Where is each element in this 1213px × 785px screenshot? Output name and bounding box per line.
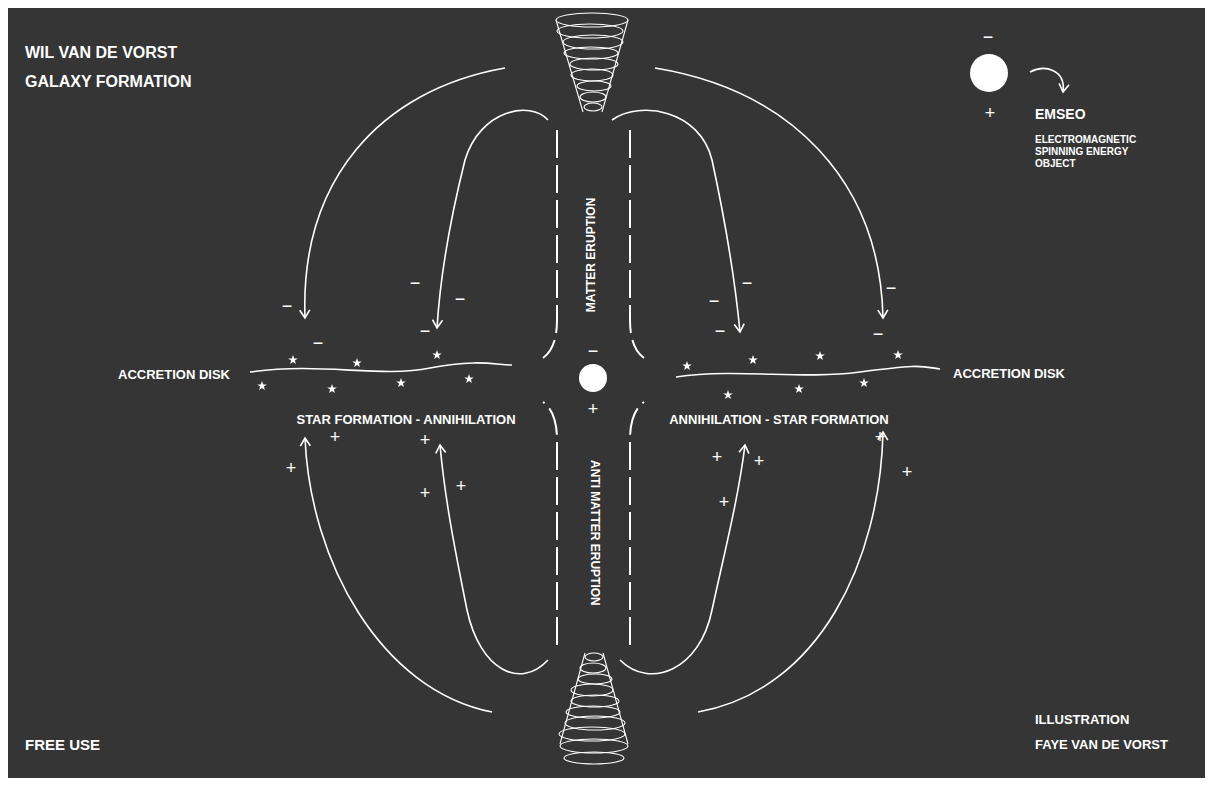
charge-sign: +: [588, 399, 599, 420]
field-arrows: [305, 68, 883, 712]
legend-description: ELECTROMAGNETIC SPINNING ENERGY OBJECT: [1035, 134, 1136, 170]
charge-sign: +: [719, 492, 730, 513]
charge-sign: −: [420, 321, 431, 342]
credit-label: ILLUSTRATION: [1035, 713, 1129, 728]
process-label: STAR FORMATION - ANNIHILATION: [296, 413, 515, 428]
stars: [257, 350, 903, 399]
charge-sign: +: [875, 427, 886, 448]
charge-sign: −: [873, 324, 884, 345]
dark-ground: [8, 8, 1205, 778]
legend-term: EMSEO: [1035, 106, 1086, 122]
charge-sign: +: [420, 483, 431, 504]
jet-label: ANTI MATTER ERUPTION: [587, 460, 601, 606]
charge-sign: −: [983, 27, 994, 48]
bottom-vortex: [559, 653, 628, 764]
charge-sign: −: [715, 321, 726, 342]
charge-sign: +: [754, 451, 765, 472]
process-label: ANNIHILATION - STAR FORMATION: [669, 413, 889, 428]
disk-label: ACCRETION DISK: [953, 367, 1065, 382]
credit-name: FAYE VAN DE VORST: [1035, 738, 1168, 753]
usage-note: FREE USE: [25, 736, 100, 753]
charge-sign: −: [742, 273, 753, 294]
emseo-symbol: [970, 54, 1008, 92]
author-name: WIL VAN DE VORST: [25, 44, 177, 62]
diagram-title: GALAXY FORMATION: [25, 73, 192, 91]
charge-sign: +: [420, 430, 431, 451]
charge-sign: −: [282, 296, 293, 317]
charge-sign: −: [313, 333, 324, 354]
disk-label: ACCRETION DISK: [118, 368, 230, 383]
charge-sign: +: [985, 103, 996, 124]
legend-arrow: [1030, 69, 1063, 92]
charge-sign: −: [588, 341, 599, 362]
charge-sign: −: [886, 278, 897, 299]
emseo-core: [579, 364, 607, 392]
top-vortex: [556, 13, 628, 112]
charge-sign: +: [286, 458, 297, 479]
charge-sign: +: [330, 427, 341, 448]
jet-walls: [543, 130, 644, 645]
charge-sign: +: [712, 447, 723, 468]
charge-sign: −: [455, 289, 466, 310]
charge-sign: +: [456, 476, 467, 497]
charge-sign: +: [902, 462, 913, 483]
jet-label: MATTER ERUPTION: [585, 198, 599, 312]
charge-sign: −: [410, 273, 421, 294]
charge-sign: −: [709, 291, 720, 312]
